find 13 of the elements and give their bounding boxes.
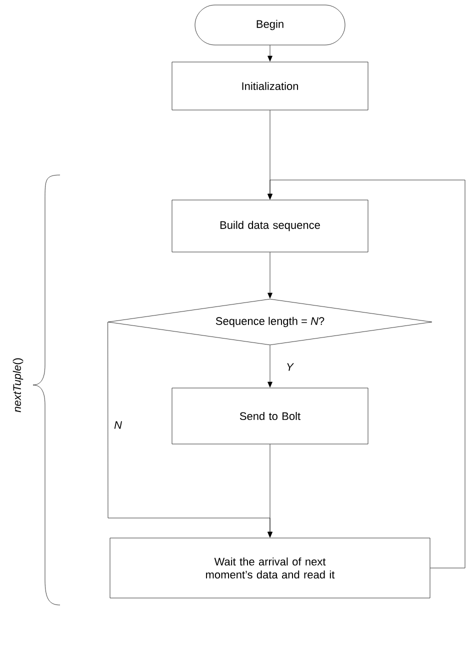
terminal-box: Begin	[194, 4, 346, 46]
process-box: Send to Bolt	[172, 388, 368, 444]
arrow	[268, 45, 272, 62]
arrow	[268, 444, 272, 538]
process-box: Wait the arrival of next moment’s data and read it	[110, 538, 430, 598]
process-box: Build data sequence	[172, 200, 368, 252]
edge-label: N	[113, 420, 123, 430]
arrow	[268, 345, 272, 388]
edge-label: Y	[285, 362, 295, 372]
arrow	[268, 252, 272, 298]
process-box: Initialization	[172, 62, 368, 110]
arrow	[268, 180, 466, 568]
brace-label: nextTuple()	[12, 358, 24, 412]
